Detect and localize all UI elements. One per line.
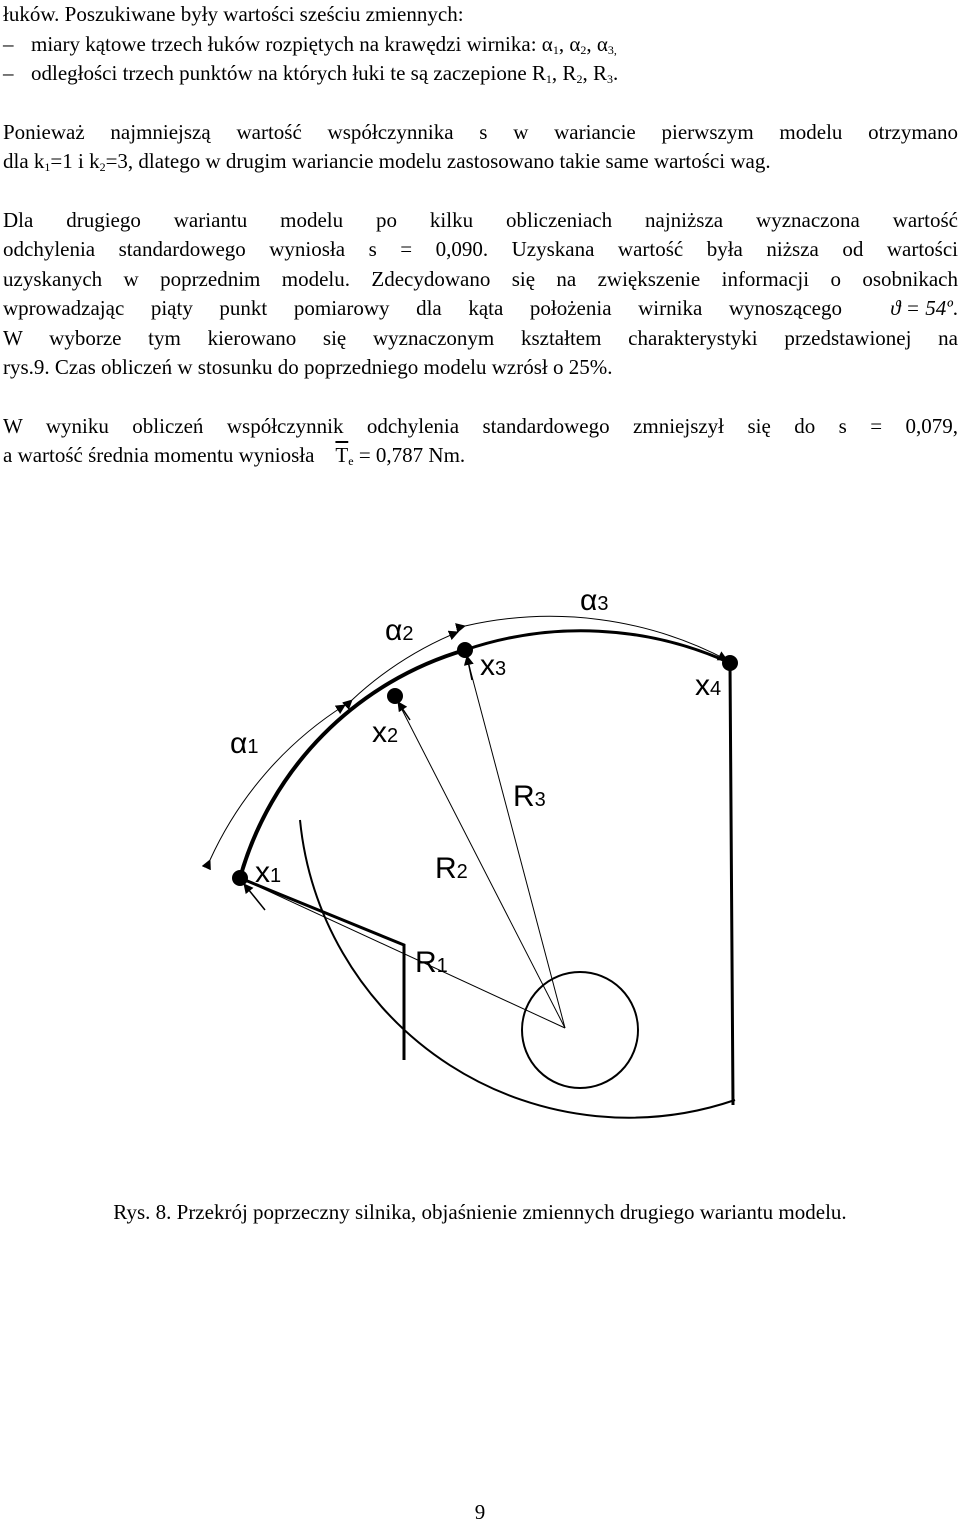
paragraph-3-line-5: W wyborze tym kierowano się wyznaczonym … [3,325,958,350]
text-run: =3, dlatego w drugim wariancie modelu za… [105,149,771,173]
paragraph-3-line-6: rys.9. Czas obliczeń w stosunku do poprz… [3,355,613,379]
rotor-edge-lower [239,876,406,1060]
subscript: 3, [607,42,617,57]
paragraph-3-line-3: uzyskanych w poprzednim modelu. Zdecydow… [3,266,958,291]
document-body: łuków. Poszukiwane były wartości sześciu… [3,0,958,471]
rotor-cross-section-figure: α1 α2 α3 x1 x2 x3 x4 R1 R2 R3 [201,584,738,1119]
figure-caption: Rys. 8. Przekrój poprzeczny silnika, obj… [113,1200,847,1224]
page-number: 9 [474,1500,486,1524]
stator-outer-arc [299,819,736,1119]
point-x3 [457,642,473,658]
radius-lines [239,649,566,1029]
point-x1 [232,870,248,886]
bullet-dash: – [3,61,14,85]
subscript: 2 [99,160,106,174]
paragraph-3-line-4: wprowadzając piąty punkt pomiarowy dla k… [3,294,958,324]
torque-symbol: T [335,443,349,467]
subscript: 1 [44,160,51,174]
paragraph-4-line-1: W wyniku obliczeń współczynnik odchyleni… [3,413,958,438]
bullet-dash: – [3,31,14,56]
text-run: a wartość średnia momentu wyniosła [3,443,315,467]
subscript: 3 [606,72,613,86]
paragraph-2-line-1: Ponieważ najmniejszą wartość współczynni… [3,119,958,144]
label-x4: x4 [695,669,721,702]
label-alpha3: α3 [580,584,608,617]
text-run: wprowadzając piąty punkt pomiarowy dla k… [3,296,842,320]
bullet-text: , R [582,61,607,85]
bullet-text: miary kątowe trzech łuków rozpiętych na … [31,31,553,56]
bullet-text: , R [551,61,577,85]
pointer-arrows [243,655,474,911]
subscript: e [348,454,354,468]
label-x1: x1 [255,856,281,889]
label-alpha1: α1 [230,727,258,760]
label-r2: R2 [435,852,468,885]
paragraph-4-line-2: a wartość średnia momentu wyniosła Te = … [3,441,958,471]
text-run: =1 i k [50,149,100,173]
torque-value: = 0,787 Nm. [353,443,466,467]
subscript: 1 [552,42,559,57]
shaft-circle [521,971,639,1089]
bullet-item-angles: – miary kątowe trzech łuków rozpiętych n… [3,30,958,60]
subscript: 2 [580,42,587,57]
paragraph-3-line-1: Dla drugiego wariantu modelu po kilku ob… [3,207,958,232]
text-run: dla k [3,149,45,173]
bullet-text: , α [586,31,608,56]
bullet-text: odległości trzech punktów na których łuk… [31,61,546,85]
label-x2: x2 [372,716,398,749]
paragraph-1-line-1: łuków. Poszukiwane były wartości sześciu… [3,2,464,26]
text-run: . [952,296,958,320]
label-r3: R3 [513,780,546,813]
label-alpha2: α2 [385,614,413,647]
theta-equation: ϑ = 54º [890,296,953,320]
subscript: 2 [576,72,583,86]
paragraph-2-line-2: dla k1=1 i k2=3, dlatego w drugim warian… [3,147,958,177]
bullet-item-distances: – odległości trzech punktów na których ł… [3,59,958,89]
rotor-edge-right [464,629,735,1106]
paragraph-3-line-2: odchylenia standardowego wyniosła s = 0,… [3,237,958,261]
label-x3: x3 [480,649,506,682]
bullet-text: . [612,61,619,85]
subscript: 1 [545,72,552,86]
angle-dimension-arcs [201,615,728,871]
label-r1: R1 [415,946,448,979]
point-x4 [722,655,738,671]
point-x2 [387,688,403,704]
bullet-text: , α [558,31,581,56]
